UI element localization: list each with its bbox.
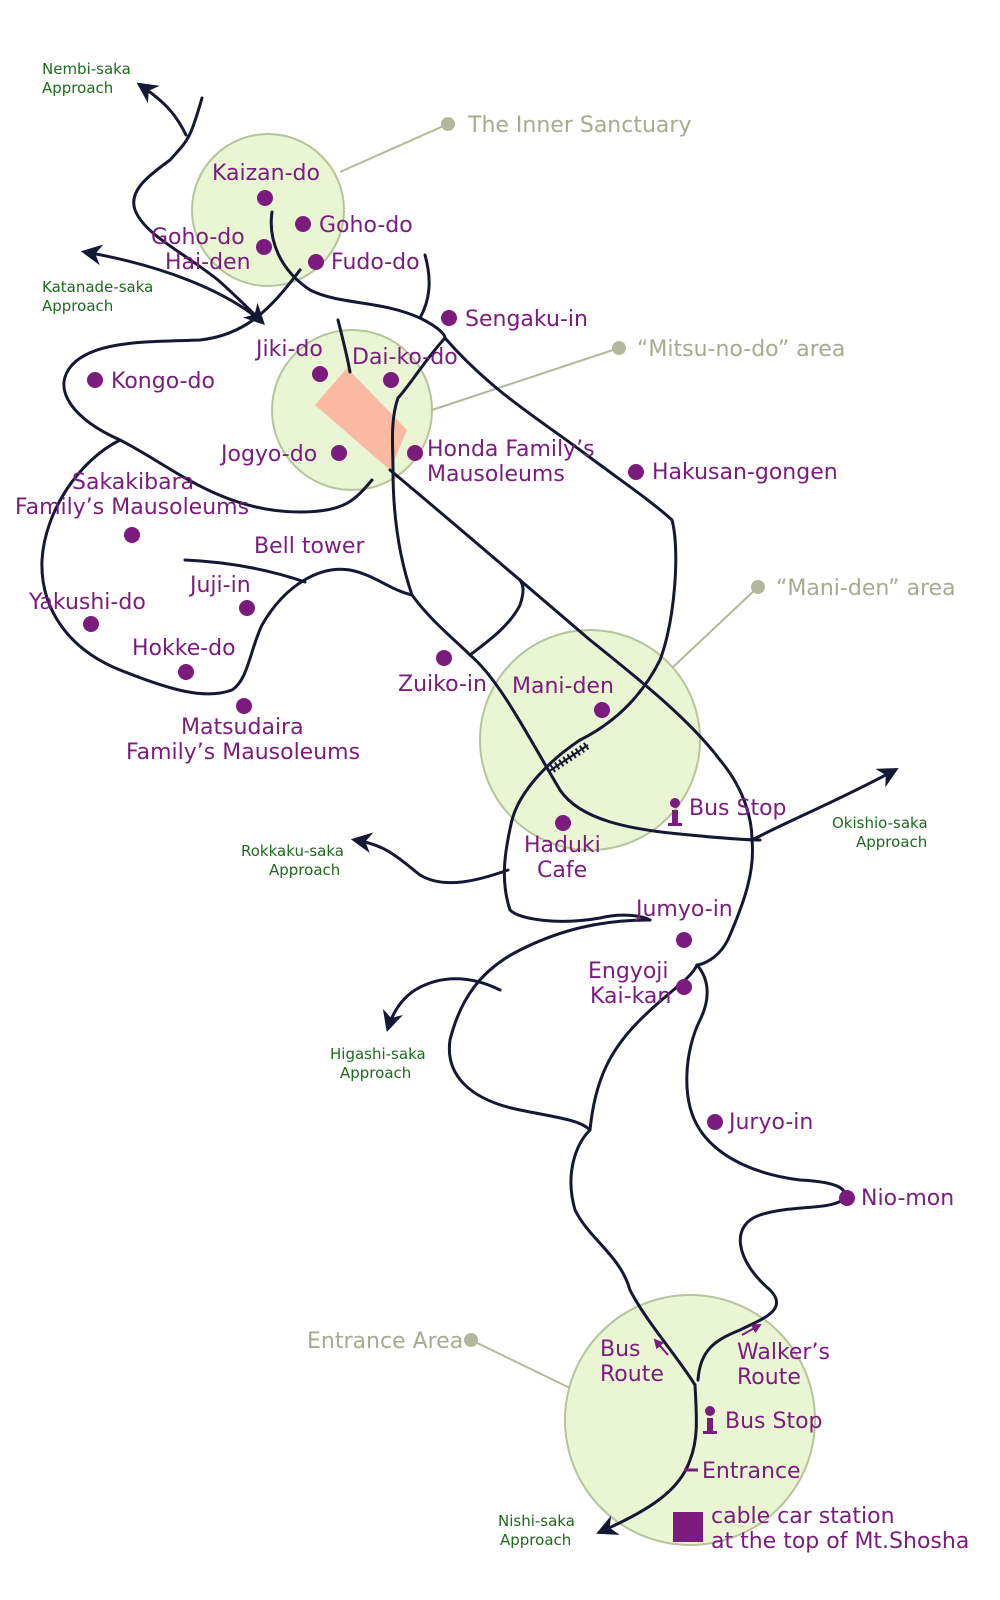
place-label-sengaku-in: Sengaku-in xyxy=(465,307,588,332)
area-label-inner-sanctuary: The Inner Sanctuary xyxy=(467,113,691,138)
dai-ko-do-hall-shape xyxy=(315,368,407,470)
bus-stop-icon xyxy=(668,798,682,826)
place-label-yakushi-do: Yakushi-do xyxy=(28,590,146,615)
place-label-zuiko-in: Zuiko-in xyxy=(398,672,487,697)
place-label-bus-stop-upper: Bus Stop xyxy=(689,796,787,821)
area-leaders xyxy=(339,117,765,1389)
place-dots xyxy=(83,190,855,1206)
place-label-entrance: Entrance xyxy=(702,1459,801,1484)
walkers-route-arrow xyxy=(741,1324,762,1336)
place-label-bell-tower: Bell tower xyxy=(254,534,365,559)
bus-route-arrow xyxy=(653,1338,669,1356)
place-label-goho-do: Goho-do xyxy=(319,213,413,238)
place-label-nio-mon: Nio-mon xyxy=(861,1186,954,1211)
place-label-kaizan-do: Kaizan-do xyxy=(212,161,320,186)
place-label-mani-den: Mani-den xyxy=(512,674,614,699)
place-label-dai-ko-do: Dai-ko-do xyxy=(352,345,458,370)
route-network xyxy=(40,82,899,1535)
place-label-juryo-in: Juryo-in xyxy=(727,1110,813,1135)
place-label-hokke-do: Hokke-do xyxy=(132,636,236,661)
inner-sanctuary-area xyxy=(191,133,345,287)
place-label-juji-in: Juji-in xyxy=(188,573,251,598)
area-label-mani-den: “Mani-den” area xyxy=(776,576,956,601)
cable-car-station-icon xyxy=(673,1512,703,1542)
area-label-entrance: Entrance Area xyxy=(307,1329,463,1354)
bus-stop-icon xyxy=(703,1406,717,1434)
area-label-mitsu-no-do: “Mitsu-no-do” area xyxy=(637,337,845,362)
place-label-fudo-do: Fudo-do xyxy=(331,250,420,275)
place-label-jogyo-do: Jogyo-do xyxy=(219,442,317,467)
place-label-jiki-do: Jiki-do xyxy=(254,337,323,362)
place-label-bus-stop-lower: Bus Stop xyxy=(725,1409,823,1434)
place-label-hakusan-gongen: Hakusan-gongen xyxy=(652,460,838,485)
entrance-area xyxy=(564,1294,816,1546)
place-label-jumyo-in: Jumyo-in xyxy=(634,897,733,922)
place-label-kongo-do: Kongo-do xyxy=(111,369,215,394)
